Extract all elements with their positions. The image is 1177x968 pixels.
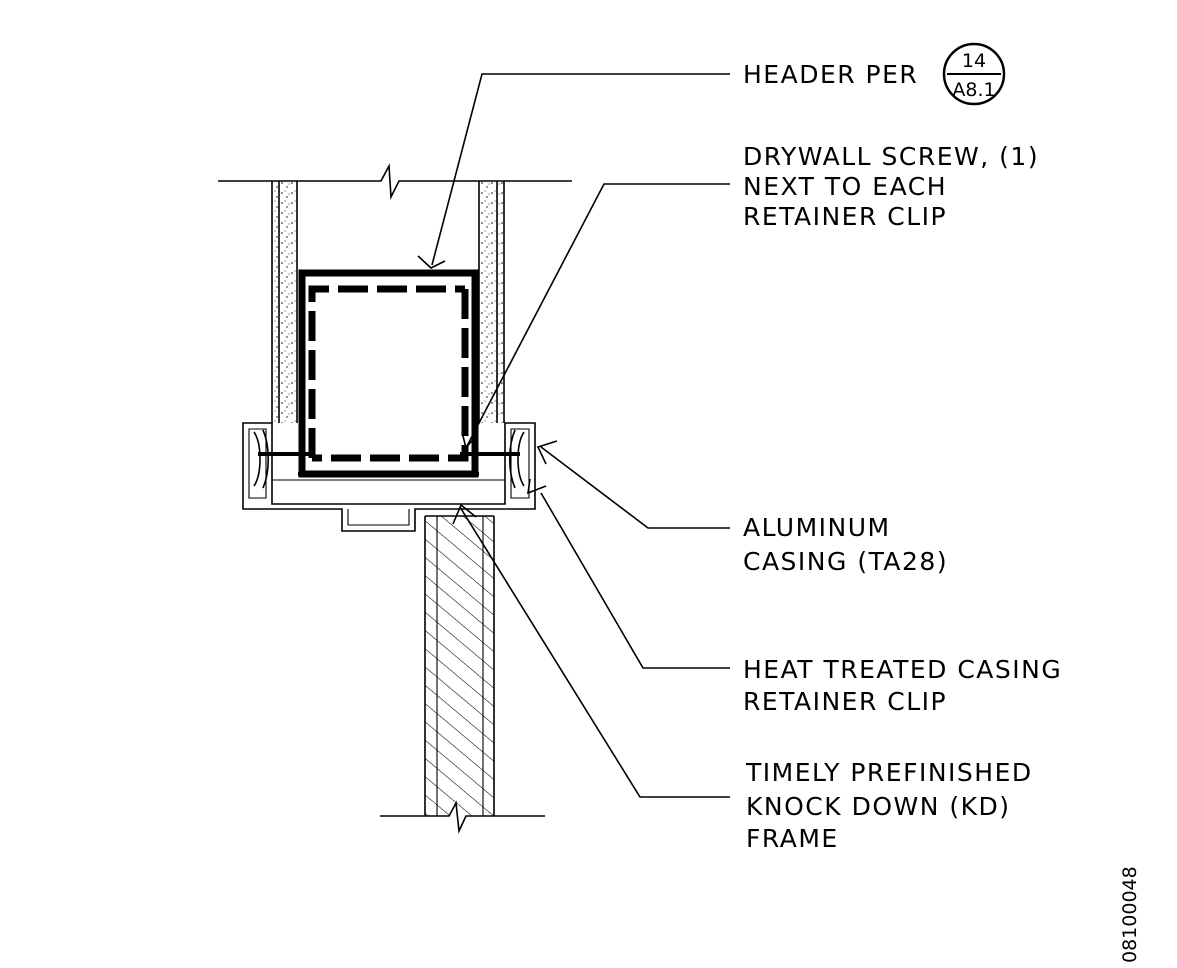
left-gypsum-board [271,181,298,423]
screw-leader [461,183,730,450]
frame-leader [452,503,730,798]
kd-frame [424,515,495,816]
casing-label-line-2: CASING (TA28) [743,547,948,576]
detail-ref-sheet: A8.1 [952,79,995,101]
frame-label-line-1: TIMELY PREFINISHED [745,758,1033,787]
detail-reference-bubble: 14 A8.1 [942,42,1006,106]
frame-label-line-3: FRAME [746,824,839,853]
clip-label-line-1: HEAT TREATED CASING [743,655,1062,684]
retainer-clips [253,429,525,489]
top-break-line [218,163,572,201]
header-leader [417,73,730,269]
clip-leader [527,478,730,669]
header-label: HEADER PER [743,60,918,89]
header-box [298,269,479,478]
screw-label-line-1: DRYWALL SCREW, (1) [743,142,1039,171]
right-gypsum-board [478,181,505,423]
casing-leader [536,440,730,529]
detail-ref-number: 14 [962,50,986,72]
screw-label-line-3: RETAINER CLIP [743,202,947,231]
clip-label-line-2: RETAINER CLIP [743,687,947,716]
screw-label-line-2: NEXT TO EACH [743,172,947,201]
casing-label-line-1: ALUMINUM [743,513,891,542]
aluminum-casing [242,422,536,532]
frame-label-line-2: KNOCK DOWN (KD) [746,792,1011,821]
bottom-break-line [380,800,545,834]
drawing-number: 08100048 [1119,866,1141,963]
